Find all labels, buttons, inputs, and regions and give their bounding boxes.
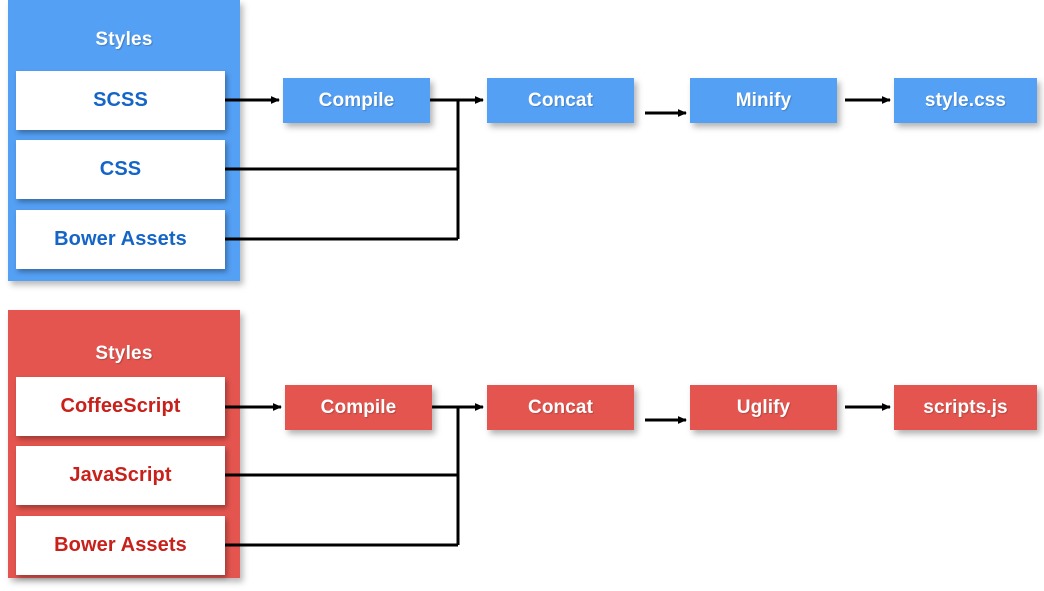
stage-uglify-scripts[interactable]: Uglify bbox=[690, 385, 837, 430]
stage-label-compile-scripts: Compile bbox=[320, 396, 397, 418]
stage-concat-scripts[interactable]: Concat bbox=[487, 385, 634, 430]
stage-label-compile-styles: Compile bbox=[318, 89, 395, 111]
stage-label-concat-styles: Concat bbox=[528, 89, 593, 111]
pipeline-title-styles: Styles bbox=[95, 29, 153, 50]
source-box-coffeescript[interactable]: CoffeeScript bbox=[16, 377, 225, 436]
source-label-css: CSS bbox=[99, 158, 142, 180]
source-box-bower-assets-styles[interactable]: Bower Assets bbox=[16, 210, 225, 269]
source-box-scss[interactable]: SCSS bbox=[16, 71, 225, 130]
stage-label-minify-styles: Minify bbox=[735, 89, 792, 111]
output-box-style-css[interactable]: style.css bbox=[894, 78, 1037, 123]
stage-compile-scripts[interactable]: Compile bbox=[285, 385, 432, 430]
stage-compile-styles[interactable]: Compile bbox=[283, 78, 430, 123]
stage-minify-styles[interactable]: Minify bbox=[690, 78, 837, 123]
source-label-bower-assets-scripts: Bower Assets bbox=[54, 534, 187, 556]
stage-label-uglify-scripts: Uglify bbox=[736, 396, 791, 418]
source-label-scss: SCSS bbox=[93, 89, 148, 111]
output-box-scripts-js[interactable]: scripts.js bbox=[894, 385, 1037, 430]
source-box-css[interactable]: CSS bbox=[16, 140, 225, 199]
output-label-style-css: style.css bbox=[924, 89, 1007, 111]
output-label-scripts-js: scripts.js bbox=[923, 396, 1008, 418]
source-label-javascript: JavaScript bbox=[69, 464, 172, 486]
source-box-javascript[interactable]: JavaScript bbox=[16, 446, 225, 505]
source-label-bower-assets-styles: Bower Assets bbox=[54, 228, 187, 250]
stage-label-concat-scripts: Concat bbox=[528, 396, 593, 418]
source-box-bower-assets-scripts[interactable]: Bower Assets bbox=[16, 516, 225, 575]
stage-concat-styles[interactable]: Concat bbox=[487, 78, 634, 123]
source-label-coffeescript: CoffeeScript bbox=[60, 395, 181, 417]
pipeline-title-scripts: Styles bbox=[95, 343, 153, 364]
